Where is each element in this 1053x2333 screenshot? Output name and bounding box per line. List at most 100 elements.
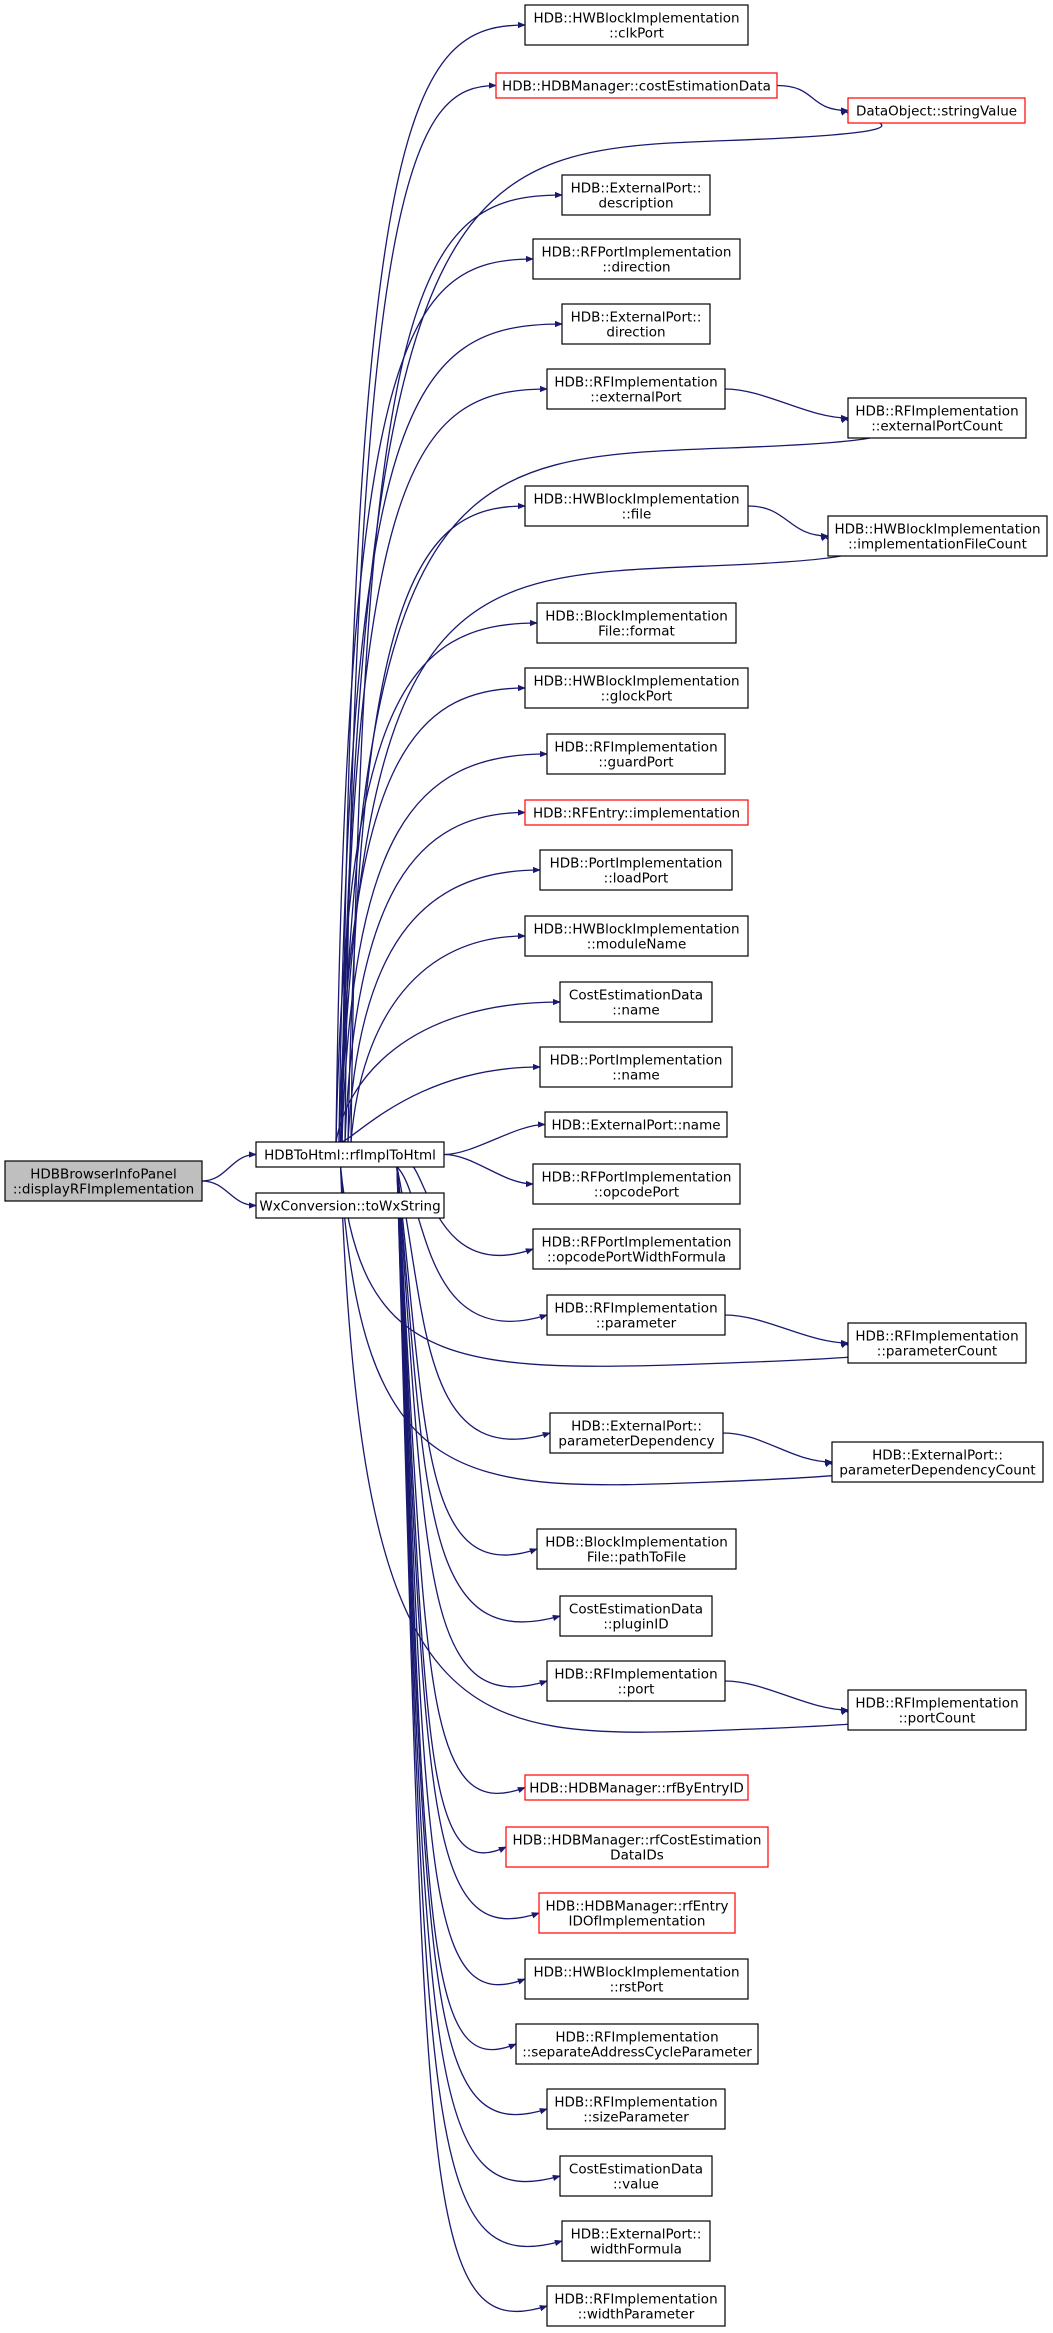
- node-rfport_dir[interactable]: HDB::RFPortImplementation::direction: [532, 238, 741, 280]
- node-hw_module[interactable]: HDB::HWBlockImplementation::moduleName: [524, 915, 749, 957]
- node-rf_param[interactable]: HDB::RFImplementation::parameter: [546, 1294, 726, 1336]
- node-label: ::parameterCount: [877, 1344, 997, 1360]
- node-ext_paramdepcount[interactable]: HDB::ExternalPort::parameterDependencyCo…: [831, 1441, 1044, 1483]
- node-label: WxConversion::toWxString: [259, 1199, 440, 1215]
- node-box: [559, 1595, 713, 1637]
- node-rfentryid[interactable]: HDB::HDBManager::rfEntryIDOfImplementati…: [538, 1892, 736, 1934]
- node-rf_sep[interactable]: HDB::RFImplementation::separateAddressCy…: [515, 2023, 759, 2065]
- node-label: ::value: [613, 2177, 659, 2193]
- node-label: description: [598, 196, 673, 212]
- node-label: HDB::RFImplementation: [554, 1301, 717, 1317]
- node-label: HDB::RFImplementation: [554, 2292, 717, 2308]
- node-label: CostEstimationData: [569, 1602, 703, 1618]
- node-label: ::glockPort: [601, 689, 673, 705]
- node-hw_glock[interactable]: HDB::HWBlockImplementation::glockPort: [524, 667, 749, 709]
- node-rfbyentry[interactable]: HDB::HDBManager::rfByEntryID: [524, 1774, 749, 1801]
- node-label: HDB::HDBManager::rfCostEstimation: [513, 1833, 762, 1849]
- node-box: [536, 1528, 737, 1570]
- edge-rfimpl-to-hw_file: [347, 502, 526, 1143]
- node-port_name[interactable]: HDB::PortImplementation::name: [539, 1046, 733, 1088]
- node-towx[interactable]: WxConversion::toWxString: [255, 1192, 445, 1219]
- node-rf_paramcount[interactable]: HDB::RFImplementation::parameterCount: [847, 1322, 1027, 1364]
- node-box: [515, 2023, 759, 2065]
- node-box: [524, 4, 749, 46]
- node-rf_port[interactable]: HDB::RFImplementation::port: [546, 1660, 726, 1702]
- node-label: File::pathToFile: [587, 1550, 686, 1566]
- node-label: HDB::RFPortImplementation: [541, 245, 731, 261]
- node-label: HDB::HDBManager::costEstimationData: [502, 79, 771, 95]
- node-label: HDB::HWBlockImplementation: [533, 11, 739, 27]
- node-root[interactable]: HDBBrowserInfoPanel::displayRFImplementa…: [4, 1160, 203, 1202]
- edge-rfimpl-to-rfcostest: [396, 1166, 507, 1854]
- node-label: HDB::HWBlockImplementation: [834, 522, 1040, 538]
- edge-rfimpl-to-ced_name: [335, 998, 561, 1143]
- nodes-layer: HDBBrowserInfoPanel::displayRFImplementa…: [4, 4, 1048, 2327]
- node-hw_rst[interactable]: HDB::HWBlockImplementation::rstPort: [524, 1958, 749, 2000]
- node-rf_extportcount[interactable]: HDB::RFImplementation::externalPortCount: [847, 397, 1027, 439]
- node-label: HDB::HWBlockImplementation: [533, 1965, 739, 1981]
- node-box: [546, 1660, 726, 1702]
- edge-rfimpl-to-rfbyentry: [396, 1166, 526, 1794]
- node-label: widthFormula: [590, 2242, 682, 2258]
- edge-rfimpl-to-bif_path: [396, 1166, 538, 1556]
- node-label: ::externalPort: [590, 390, 681, 406]
- edge-rfimpl-to-ext_widthf: [396, 1166, 563, 2248]
- edge-rfimpl-to-rf_param: [396, 1166, 548, 1323]
- node-hw_implfilecount[interactable]: HDB::HWBlockImplementation::implementati…: [827, 515, 1048, 557]
- node-ext_name[interactable]: HDB::ExternalPort::name: [544, 1111, 728, 1138]
- node-stringvalue[interactable]: DataObject::stringValue: [847, 97, 1026, 124]
- node-box: [831, 1441, 1044, 1483]
- node-rfimpl[interactable]: HDBToHtml::rfImplToHtml: [255, 1141, 445, 1168]
- node-ext_paramdep[interactable]: HDB::ExternalPort::parameterDependency: [549, 1412, 724, 1454]
- node-label: ::direction: [602, 260, 670, 276]
- node-label: ::portCount: [899, 1711, 976, 1727]
- node-label: DataObject::stringValue: [856, 104, 1017, 120]
- node-rfentry_impl[interactable]: HDB::RFEntry::implementation: [524, 799, 749, 826]
- node-ced_value[interactable]: CostEstimationData::value: [559, 2155, 713, 2197]
- node-label: ::name: [612, 1003, 659, 1019]
- node-rf_size[interactable]: HDB::RFImplementation::sizeParameter: [546, 2088, 726, 2130]
- node-rf_guard[interactable]: HDB::RFImplementation::guardPort: [546, 733, 726, 775]
- node-ext_desc[interactable]: HDB::ExternalPort::description: [561, 174, 711, 216]
- edge-rfimpl-to-rfport_dir: [335, 255, 534, 1143]
- node-hw_file[interactable]: HDB::HWBlockImplementation::file: [524, 485, 749, 527]
- node-ext_widthf[interactable]: HDB::ExternalPort::widthFormula: [561, 2220, 711, 2262]
- node-box: [549, 1412, 724, 1454]
- node-rf_portcount[interactable]: HDB::RFImplementation::portCount: [847, 1689, 1027, 1731]
- node-label: HDB::PortImplementation: [550, 1053, 723, 1069]
- node-clkport[interactable]: HDB::HWBlockImplementation::clkPort: [524, 4, 749, 46]
- node-rfport_opcodewf[interactable]: HDB::RFPortImplementation::opcodePortWid…: [532, 1228, 741, 1270]
- node-label: ::parameter: [596, 1316, 677, 1332]
- node-box: [532, 1163, 741, 1205]
- node-box: [544, 1111, 728, 1138]
- edge-rfimpl-to-rfentry_impl: [344, 809, 526, 1143]
- edge-rfimpl-to-clkport: [341, 21, 526, 1143]
- edge-rfimpl-to-rf_extport: [341, 385, 548, 1143]
- node-port_load[interactable]: HDB::PortImplementation::loadPort: [539, 849, 733, 891]
- node-ced_name[interactable]: CostEstimationData::name: [559, 981, 713, 1023]
- node-rf_extport[interactable]: HDB::RFImplementation::externalPort: [546, 368, 726, 410]
- node-box: [524, 485, 749, 527]
- node-ced_plugin[interactable]: CostEstimationData::pluginID: [559, 1595, 713, 1637]
- node-label: HDB::ExternalPort::: [872, 1448, 1003, 1464]
- node-costest[interactable]: HDB::HDBManager::costEstimationData: [495, 72, 778, 99]
- edge-rfimpl-to-rf_widthp: [396, 1166, 548, 2313]
- node-rf_widthp[interactable]: HDB::RFImplementation::widthParameter: [546, 2285, 726, 2327]
- edge-rfimpl-to-port_load: [347, 866, 541, 1143]
- node-label: DataIDs: [610, 1848, 664, 1864]
- node-label: ::sizeParameter: [583, 2110, 689, 2126]
- edge-hw_file-to-hw_implfilecount: [747, 505, 829, 540]
- node-ext_dir[interactable]: HDB::ExternalPort::direction: [561, 303, 711, 345]
- node-box: [827, 515, 1048, 557]
- node-label: HDB::ExternalPort::name: [551, 1118, 720, 1134]
- node-label: ::rstPort: [610, 1980, 664, 1996]
- edge-rfimpl-to-rfport_opcode: [443, 1153, 534, 1188]
- edge-rfimpl-to-rf_sep: [396, 1166, 517, 2051]
- node-label: HDB::RFImplementation: [555, 2030, 718, 2046]
- node-box: [847, 97, 1026, 124]
- node-rfport_opcode[interactable]: HDB::RFPortImplementation::opcodePort: [532, 1163, 741, 1205]
